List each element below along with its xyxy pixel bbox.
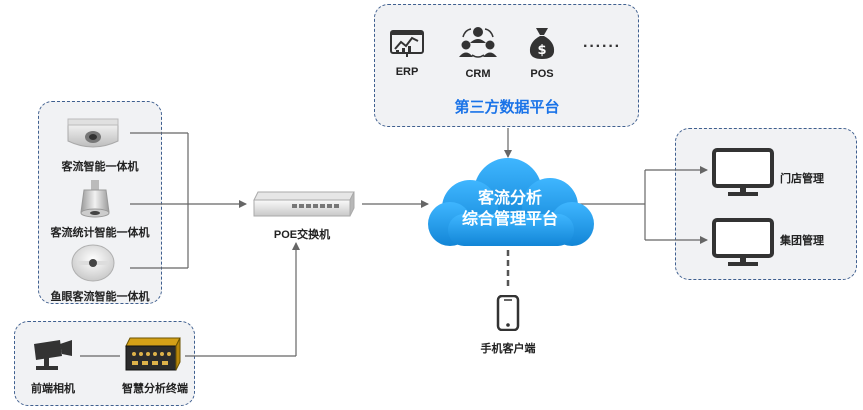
pos-label: POS [530, 68, 554, 80]
poe-switch-icon [252, 190, 356, 222]
mobile-label: 手机客户端 [480, 343, 536, 355]
cloud-platform-label: 客流分析 综合管理平台 [425, 188, 595, 230]
camera-label: 前端相机 [31, 383, 75, 395]
more-ellipsis: ······ [583, 38, 621, 55]
cloud-line-1: 客流分析 [477, 190, 542, 207]
analysis-terminal-icon [122, 334, 184, 376]
camera-icon [30, 336, 74, 372]
cloud-platform-icon [422, 154, 598, 254]
ceiling-counter-icon [64, 115, 122, 155]
crm-users-icon [458, 25, 498, 59]
group-monitor-icon [712, 218, 774, 268]
phone-icon [496, 294, 520, 332]
third-party-title: 第三方数据平台 [454, 99, 560, 116]
erp-chart-icon [390, 28, 424, 58]
spot-counter-icon [78, 178, 112, 220]
pos-moneybag-icon: $ [527, 26, 557, 60]
terminal-label: 智慧分析终端 [122, 383, 188, 395]
fisheye-camera-icon [70, 243, 116, 283]
cloud-line-2: 综合管理平台 [461, 211, 558, 228]
device-3-label: 鱼眼客流智能一体机 [50, 291, 150, 303]
device-1-label: 客流智能一体机 [61, 161, 139, 173]
store-monitor-icon [712, 148, 774, 198]
group-management-label: 集团管理 [780, 235, 824, 247]
svg-text:$: $ [537, 43, 546, 58]
poe-switch-label: POE交换机 [273, 229, 331, 241]
crm-label: CRM [465, 68, 491, 80]
third-party-panel [374, 4, 639, 127]
erp-label: ERP [395, 66, 419, 78]
device-2-label: 客流统计智能一体机 [50, 227, 150, 239]
store-management-label: 门店管理 [780, 173, 824, 185]
